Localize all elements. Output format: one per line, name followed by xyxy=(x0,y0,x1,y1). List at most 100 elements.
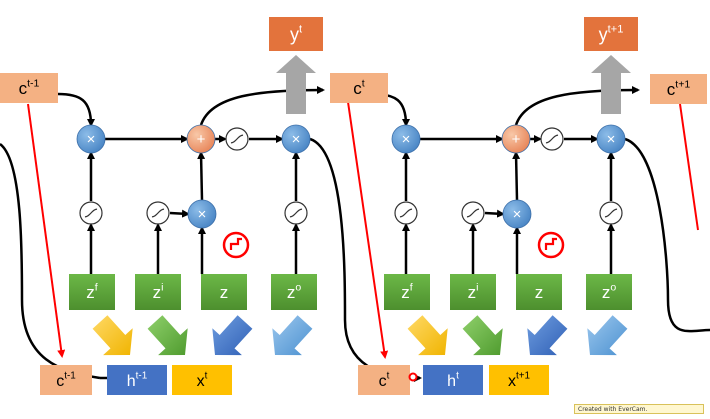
cell-2-z-block-1: zi xyxy=(450,274,496,310)
cell-1-c-bottom: ct-1 xyxy=(40,365,92,395)
cell-2-input-arrow-icon-o xyxy=(587,315,628,356)
cell-2-c-prev-box xyxy=(330,73,388,103)
cell-2-output-multiply-icon: × xyxy=(596,124,626,154)
cell-1-output-sigmoid-icon-curve xyxy=(289,208,303,218)
cell-1-c-prev-to-forget xyxy=(57,92,95,127)
cell-1-h-input: ht-1 xyxy=(107,365,167,395)
cell-2-h-out xyxy=(624,137,710,333)
cell-1-z-block-3-label: zo xyxy=(287,281,302,302)
cell-2-output-multiply-icon-circle xyxy=(596,124,626,154)
cell-2-activation-warning-icon-glyph xyxy=(544,237,557,250)
cell-2-z-block-2-label: z xyxy=(535,283,544,302)
cell-2-c-out-label: ct+1 xyxy=(667,78,691,99)
cell-1-y-output-box xyxy=(269,17,323,51)
cell-1-tanh-sigmoid-icon-curve xyxy=(230,134,244,144)
cell-1-input-mul-to-add xyxy=(197,151,206,201)
cell-2-c-prev: ct xyxy=(330,73,388,103)
cell-2-z-block-0: zf xyxy=(384,274,430,310)
cell-2-z-block-1-label: zi xyxy=(468,281,479,302)
cell-2-z-block-3-box xyxy=(586,274,632,310)
cell-1-output-arrow-icon xyxy=(276,55,316,114)
cell-1-input-arrow-icon-i xyxy=(147,315,188,356)
cursor-dot-icon xyxy=(408,372,418,382)
cell-1-h-input-box xyxy=(107,365,167,395)
cell-2-forget-multiply-icon: × xyxy=(391,124,421,154)
cell-2-tanh-sigmoid-icon xyxy=(540,127,564,151)
cell-2-input-multiply-icon-circle xyxy=(502,199,532,229)
cell-2-y-output: yt+1 xyxy=(584,17,638,51)
cell-1-z-block-0: zf xyxy=(69,274,115,310)
cell-2-c-next-red xyxy=(679,103,699,231)
cell-2-input-mul-to-add xyxy=(512,151,521,201)
cell-1-x-input: xt xyxy=(172,365,232,395)
cell-1-sigmoid-to-input-mul xyxy=(169,209,190,218)
cell-2-input-arrow-icon-f xyxy=(407,315,448,356)
cell-2-c-prev-label: ct xyxy=(353,77,365,98)
cell-2-c-bottom-label: ct xyxy=(379,371,390,390)
cell-1-input-arrow-icon-f xyxy=(92,315,133,356)
watermark-text: Created with EverCam. xyxy=(578,406,648,413)
cell-1-output-sigmoid-icon xyxy=(284,201,308,225)
cell-2-x-input: xt+1 xyxy=(489,365,549,395)
cell-1-add-icon-circle xyxy=(186,124,216,154)
cell-1-z-block-2-label: z xyxy=(220,283,229,302)
cell-2-c-bottom-box xyxy=(358,365,410,395)
cell-2-z-block-1-box xyxy=(450,274,496,310)
cell-2-output-arrow-icon xyxy=(591,55,631,114)
cell-2-forget-multiply-icon-symbol: × xyxy=(402,131,411,148)
cell-2-y-output-label: yt+1 xyxy=(599,23,624,44)
cell-1-y-output-label: yt xyxy=(290,23,303,44)
cell-2-z-block-0-label: zf xyxy=(401,281,413,302)
cell-2-input-multiply-icon: × xyxy=(502,199,532,229)
cell-2-c-prev-red xyxy=(347,101,389,359)
cell-1-z-block-1: zi xyxy=(135,274,181,310)
cell-1-x-input-label: xt xyxy=(197,371,208,390)
cell-1-z-block-2: z xyxy=(201,274,247,310)
cell-1-c-prev-red xyxy=(27,103,66,358)
cell-2-z-block-0-box xyxy=(384,274,430,310)
cell-2-y-output-box xyxy=(584,17,638,51)
cell-1-z-block-3: zo xyxy=(271,274,317,310)
cell-1-input-sigmoid-icon-curve xyxy=(151,208,165,218)
cell-1-c-bottom-label: ct-1 xyxy=(56,371,76,390)
cell-2-z-block-3: zo xyxy=(586,274,632,310)
cell-1-forget-sigmoid-icon xyxy=(79,201,103,225)
cell-2-add-icon: + xyxy=(501,124,531,154)
cell-2-input-multiply-icon-symbol: × xyxy=(513,206,522,223)
cell-1-add-icon: + xyxy=(186,124,216,154)
cell-2-c-bottom: ct xyxy=(358,365,410,395)
cell-2-tanh-sigmoid-icon-curve xyxy=(545,134,559,144)
cell-1-input-multiply-icon: × xyxy=(187,199,217,229)
cell-1-z-block-0-box xyxy=(69,274,115,310)
cell-2-x-input-box xyxy=(489,365,549,395)
cell-2-input-sigmoid-icon-curve xyxy=(466,208,480,218)
cell-1-forget-multiply-icon: × xyxy=(76,124,106,154)
cell-1-z-block-1-box xyxy=(135,274,181,310)
cell-1-add-icon-symbol: + xyxy=(197,131,206,148)
cell-1-x-input-box xyxy=(172,365,232,395)
cell-1-input-arrow-icon-o xyxy=(272,315,313,356)
cell-2-c-out: ct+1 xyxy=(650,74,707,104)
watermark: Created with EverCam. xyxy=(574,404,704,414)
cell-1-y-output: yt xyxy=(269,17,323,51)
cell-1-output-multiply-icon: × xyxy=(281,124,311,154)
cell-2-input-arrow-icon-i xyxy=(462,315,503,356)
cell-1-h-out xyxy=(309,137,422,382)
cell-1-z-block-0-label: zf xyxy=(86,281,98,302)
cell-2-x-input-label: xt+1 xyxy=(508,371,531,390)
cell-1-input-multiply-icon-circle xyxy=(187,199,217,229)
cell-1-activation-warning-icon-glyph xyxy=(229,237,242,250)
cell-1-z-block-1-label: zi xyxy=(153,281,164,302)
cell-2-h-input-label: ht xyxy=(447,371,459,390)
cell-1-c-prev-box xyxy=(0,73,58,103)
cell-2-c-out-box xyxy=(650,74,707,104)
cell-2-h-input: ht xyxy=(423,365,483,395)
cell-1-c-bottom-box xyxy=(40,365,92,395)
cell-2-z-block-3-label: zo xyxy=(602,281,617,302)
cell-2-output-multiply-icon-symbol: × xyxy=(607,131,616,148)
cell-1-c-prev-label: ct-1 xyxy=(19,77,40,98)
cell-1-z-block-2-box xyxy=(201,274,247,310)
cell-1-c-prev: ct-1 xyxy=(0,73,58,103)
